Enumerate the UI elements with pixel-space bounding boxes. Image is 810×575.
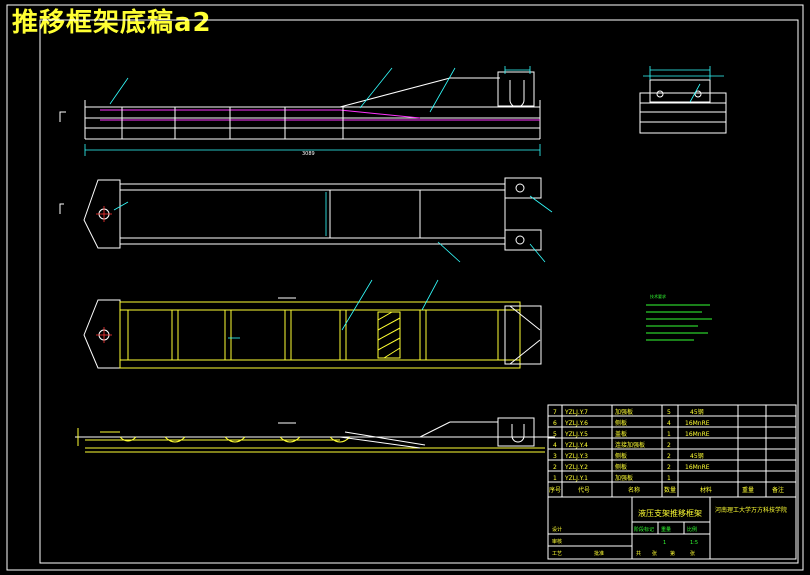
svg-text:加强板: 加强板 <box>615 408 633 416</box>
svg-text:加强板: 加强板 <box>615 474 633 482</box>
svg-text:YZLJ.Y.5: YZLJ.Y.5 <box>564 431 588 438</box>
svg-text:序号: 序号 <box>549 486 561 494</box>
svg-text:2: 2 <box>667 453 671 460</box>
inner-border <box>39 19 799 564</box>
svg-text:16MnRE: 16MnRE <box>685 420 710 427</box>
svg-text:工艺: 工艺 <box>552 551 562 557</box>
svg-text:批准: 批准 <box>594 550 604 557</box>
sheet-count: 共 张 第 张 <box>636 550 695 557</box>
bom-row-2: 2 YZLJ.Y.2 侧板 2 16MnRE <box>553 463 710 471</box>
front-view: 3089 <box>59 66 541 157</box>
svg-text:45钢: 45钢 <box>690 408 704 416</box>
svg-text:1: 1 <box>667 475 671 482</box>
school-name: 河南理工大学万方科技学院 <box>715 506 787 514</box>
scale-qty: 1 <box>663 540 666 546</box>
svg-text:2: 2 <box>553 464 557 471</box>
svg-text:YZLJ.Y.2: YZLJ.Y.2 <box>564 464 588 471</box>
svg-text:YZLJ.Y.6: YZLJ.Y.6 <box>564 420 588 427</box>
svg-text:16MnRE: 16MnRE <box>685 464 710 471</box>
drawing-name: 液压支架推移框架 <box>638 508 702 518</box>
title-block <box>547 404 797 560</box>
svg-text:1: 1 <box>667 431 671 438</box>
svg-text:3: 3 <box>553 453 557 460</box>
bom-row-1: 1 YZLJ.Y.1 加强板 1 <box>553 474 671 482</box>
outer-border <box>6 4 804 571</box>
bom-row-6: 6 YZLJ.Y.6 侧板 4 16MnRE <box>553 419 710 427</box>
section-elevation-view <box>75 417 555 453</box>
technical-notes: 技术要求 <box>646 293 712 341</box>
drawing-title: 推移框架底稿a2 <box>12 8 212 38</box>
svg-text:16MnRE: 16MnRE <box>685 431 710 438</box>
svg-text:6: 6 <box>553 420 557 427</box>
svg-text:数量: 数量 <box>664 486 676 494</box>
top-view <box>59 177 553 263</box>
section-plan-view <box>83 279 542 369</box>
bom-row-4: 4 YZLJ.Y.4 连接加强板 2 <box>553 441 671 449</box>
svg-text:2: 2 <box>667 442 671 449</box>
scale-value: 1:5 <box>690 540 698 546</box>
svg-text:共: 共 <box>636 550 641 557</box>
svg-text:4: 4 <box>667 420 671 427</box>
svg-text:7: 7 <box>553 409 557 416</box>
svg-text:代号: 代号 <box>578 486 590 494</box>
bom-row-3: 3 YZLJ.Y.3 侧板 2 45钢 <box>553 452 704 460</box>
svg-text:张: 张 <box>690 550 695 557</box>
svg-text:YZLJ.Y.3: YZLJ.Y.3 <box>564 453 588 460</box>
svg-text:侧板: 侧板 <box>615 463 627 471</box>
side-view <box>639 66 727 134</box>
svg-text:YZLJ.Y.4: YZLJ.Y.4 <box>564 442 588 449</box>
notes-title: 技术要求 <box>650 293 666 299</box>
bom-row-7: 7 YZLJ.Y.7 加强板 5 45钢 <box>553 408 704 416</box>
signature-labels: 设计 审核 工艺 批准 <box>552 526 604 557</box>
svg-text:YZLJ.Y.1: YZLJ.Y.1 <box>564 475 588 482</box>
svg-text:2: 2 <box>667 464 671 471</box>
svg-text:审核: 审核 <box>552 538 562 545</box>
svg-text:备注: 备注 <box>772 486 784 494</box>
svg-text:45钢: 45钢 <box>690 452 704 460</box>
svg-text:侧板: 侧板 <box>615 452 627 460</box>
svg-text:4: 4 <box>553 442 557 449</box>
label-weight: 重量 <box>661 526 671 533</box>
label-stage: 阶段标记 <box>634 526 654 533</box>
svg-text:5: 5 <box>553 431 557 438</box>
bom-header: 序号 代号 名称 数量 材料 重量 备注 <box>549 486 784 494</box>
svg-text:材料: 材料 <box>700 486 712 494</box>
svg-text:YZLJ.Y.7: YZLJ.Y.7 <box>564 409 588 416</box>
svg-text:5: 5 <box>667 409 671 416</box>
dim-total-length: 3089 <box>302 151 315 157</box>
svg-text:名称: 名称 <box>628 486 640 494</box>
label-scale: 比例 <box>687 526 697 533</box>
svg-text:第: 第 <box>670 550 675 557</box>
svg-text:侧板: 侧板 <box>615 419 627 427</box>
svg-text:张: 张 <box>652 550 657 557</box>
bom-row-5: 5 YZLJ.Y.5 盖板 1 16MnRE <box>553 430 710 438</box>
svg-text:连接加强板: 连接加强板 <box>615 441 645 449</box>
svg-text:1: 1 <box>553 475 557 482</box>
svg-text:盖板: 盖板 <box>615 430 627 438</box>
svg-text:设计: 设计 <box>552 526 562 533</box>
svg-text:重量: 重量 <box>742 486 754 494</box>
